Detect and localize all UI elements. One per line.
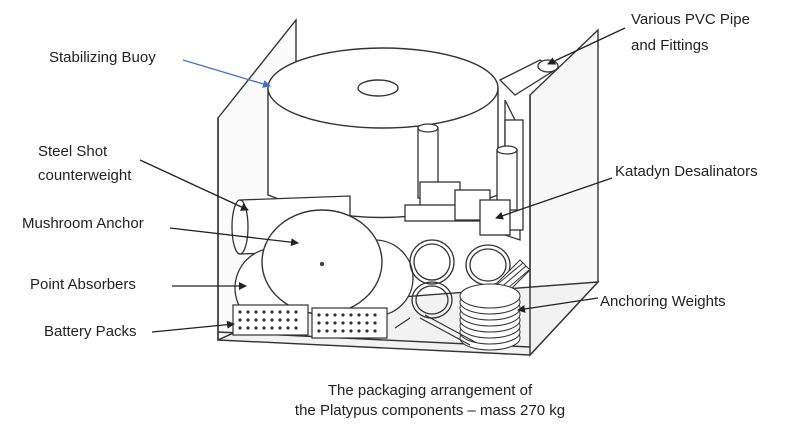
caption-line1: The packaging arrangement of — [220, 381, 640, 401]
label-battery-packs: Battery Packs — [44, 323, 137, 341]
label-mushroom-anchor: Mushroom Anchor — [22, 215, 144, 233]
caption: The packaging arrangement of the Platypu… — [220, 381, 640, 421]
anchoring-weights — [460, 284, 520, 350]
label-pvc-line1: Various PVC Pipe — [631, 11, 750, 29]
mushroom-anchor — [262, 210, 382, 314]
label-katadyn: Katadyn Desalinators — [615, 163, 758, 181]
battery-pack-left — [233, 305, 308, 335]
label-stabilizing-buoy: Stabilizing Buoy — [49, 49, 156, 67]
label-pvc-line2: and Fittings — [631, 37, 709, 55]
label-anchoring-weights: Anchoring Weights — [600, 293, 726, 311]
label-point-absorbers: Point Absorbers — [30, 276, 136, 294]
battery-pack-right — [312, 308, 387, 338]
caption-line2: the Platypus components – mass 270 kg — [220, 401, 640, 421]
label-steel-shot-line1: Steel Shot — [38, 143, 107, 161]
label-steel-shot-line2: counterweight — [38, 167, 131, 185]
